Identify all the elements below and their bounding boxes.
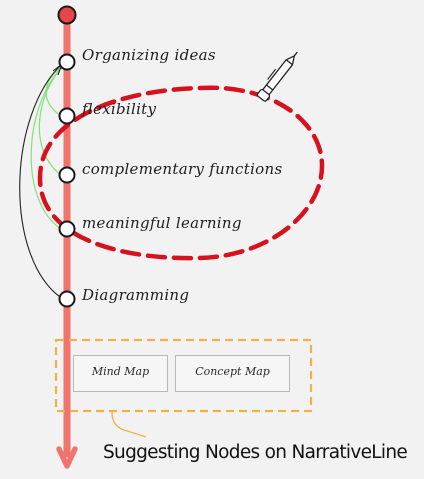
node-label-meaningful-learning: meaningful learning: [82, 214, 242, 232]
node-label-diagramming: Diagramming: [82, 286, 190, 304]
node-meaningful-learning[interactable]: [58, 220, 76, 238]
arrow-down-icon: [56, 446, 78, 469]
link-complementary: [38, 65, 64, 176]
pen-icon: [256, 51, 298, 102]
timeline-start-node[interactable]: [57, 5, 77, 25]
suggestion-connector: [111, 411, 147, 438]
node-label-complementary-functions: complementary functions: [82, 160, 283, 178]
node-complementary-functions[interactable]: [58, 166, 76, 184]
suggestion-box: [54, 338, 313, 413]
highlight-ellipse: [37, 85, 325, 261]
node-organizing-ideas[interactable]: [58, 53, 76, 71]
node-label-flexibility: flexibility: [82, 100, 157, 118]
node-flexibility[interactable]: [58, 107, 76, 125]
link-diagramming: [19, 63, 63, 298]
figure-caption: Suggesting Nodes on NarrativeLine: [103, 442, 408, 463]
link-flexibility: [45, 65, 64, 117]
link-meaningful: [30, 65, 64, 230]
suggestion-card-mind-map[interactable]: Mind Map: [73, 355, 168, 392]
suggestion-card-concept-map[interactable]: Concept Map: [175, 355, 290, 392]
node-diagramming[interactable]: [58, 290, 76, 308]
node-label-organizing-ideas: Organizing ideas: [82, 46, 216, 64]
